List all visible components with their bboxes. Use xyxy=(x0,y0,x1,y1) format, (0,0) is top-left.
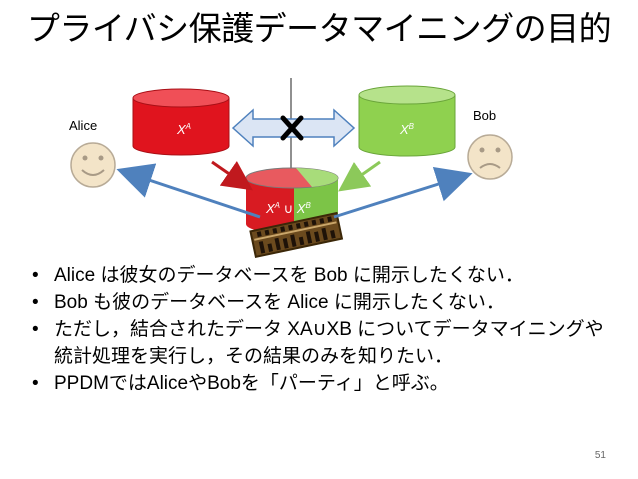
bob-sad-face-icon xyxy=(467,134,513,180)
database-xb-label: XB xyxy=(399,122,415,137)
database-xa-label: XA xyxy=(176,122,191,137)
arrow-xa-to-union xyxy=(211,160,253,191)
database-xb-icon xyxy=(358,85,456,157)
arrow-xb-to-union xyxy=(338,160,381,192)
bullet-list: Alice は彼女のデータベースを Bob に開示したくない． Bob も彼のデ… xyxy=(32,262,622,397)
abacus-icon xyxy=(249,211,344,259)
bullet-item: PPDMではAliceやBobを「パーティ」と呼ぶ。 xyxy=(32,370,622,397)
bullet-item: ただし，結合されたデータ XA∪XB についてデータマイニングや統計処理を実行し… xyxy=(32,316,622,370)
slide-title: プライバシ保護データマイニングの目的 xyxy=(26,9,612,48)
arrow-result-to-alice xyxy=(116,163,261,219)
alice-label: Alice xyxy=(69,118,98,133)
bob-label: Bob xyxy=(473,108,497,123)
arrow-result-to-bob xyxy=(333,166,473,219)
alice-smiley-icon xyxy=(70,142,116,188)
bullet-item: Alice は彼女のデータベースを Bob に開示したくない． xyxy=(32,262,622,289)
bullet-item: Bob も彼のデータベースを Alice に開示したくない． xyxy=(32,289,622,316)
database-xa-icon xyxy=(132,88,230,156)
database-union-label: XA ∪ XB xyxy=(265,201,311,216)
page-number: 51 xyxy=(594,450,606,461)
cross-icon xyxy=(280,115,304,141)
